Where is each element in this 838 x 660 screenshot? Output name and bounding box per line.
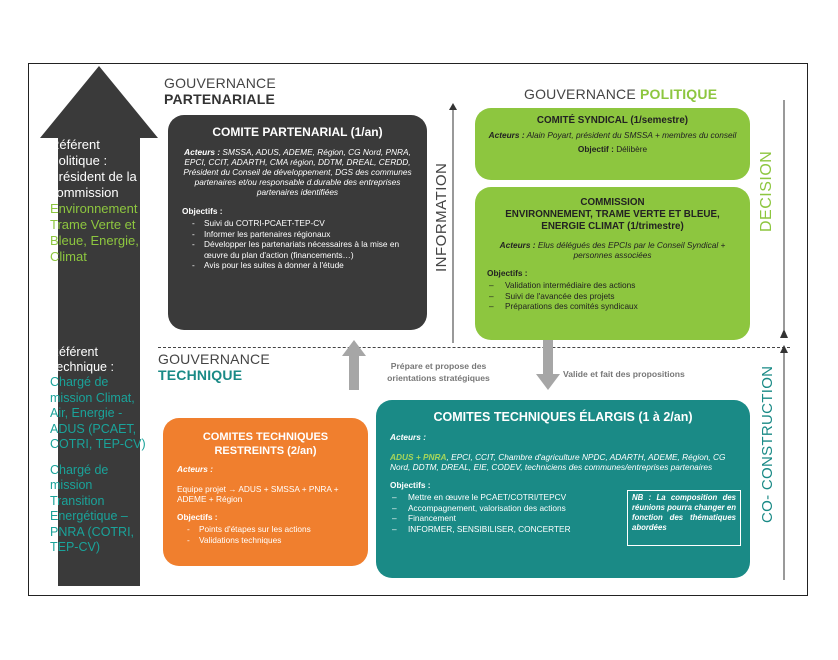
acteurs-label: Acteurs : [499,240,536,250]
comites-restreints-title: COMITES TECHNIQUES RESTREINTS (2/an) [177,430,354,458]
referent-technique-title: Référent Technique : [50,345,114,374]
objectifs-list: Mettre en œuvre le PCAET/COTRI/TEPCV Acc… [390,492,625,534]
objectifs-label: Objectifs : [182,206,223,216]
heading-line-1: GOUVERNANCE [164,75,276,91]
comites-elargis-objectifs: Objectifs : Mettre en œuvre le PCAET/COT… [390,480,625,534]
commission-objectifs: Objectifs : Validation intermédiaire des… [487,268,738,312]
referent-politique: Référent Politique : Président de la com… [50,137,150,265]
down-grey-arrow-icon [536,340,560,390]
comite-partenarial-title: COMITE PARTENARIAL (1/an) [212,125,383,139]
decision-label: DECISION [758,150,775,232]
comites-restreints-objectifs: Objectifs : Points d'étapes sur les acti… [177,512,354,545]
commission-title-1: COMMISSION [580,197,645,208]
comite-syndical-acteurs: Acteurs : Alain Poyart, président du SMS… [487,130,738,140]
prepare-text: Prépare et propose des orientations stra… [387,361,490,383]
information-label: INFORMATION [433,162,450,272]
objectif-item: Suivi de l'avancée des projets [487,291,738,302]
objectif-item: Mettre en œuvre le PCAET/COTRI/TEPCV [390,492,625,503]
up-arrow-icon [40,66,158,586]
objectif-item: INFORMER, SENSIBILISER, CONCERTER [390,524,625,535]
objectif-item: Points d'étapes sur les actions [177,524,354,535]
objectif-item: Financement [390,513,625,524]
acteurs-text: Equipe projet → ADUS + SMSSA + PNRA + AD… [177,484,339,504]
heading-line-2: PARTENARIALE [164,91,276,107]
coconstruction-arrow-icon [780,345,788,580]
comite-syndical-box: COMITÉ SYNDICAL (1/semestre) Acteurs : A… [475,108,750,180]
information-arrow-icon [449,103,457,343]
title-line-2: RESTREINTS (2/an) [214,445,317,457]
comites-elargis-title: COMITES TECHNIQUES ÉLARGIS (1 à 2/an) [433,410,693,424]
acteurs-text: , EPCI, CCIT, Chambre d'agriculture NPDC… [390,452,726,472]
objectif-item: Validations techniques [177,535,354,546]
acteurs-highlight: ADUS + PNRA [390,452,447,462]
valide-text: Valide et fait des propositions [563,369,685,379]
nb-note: NB : La composition des réunions pourra … [627,490,741,546]
referent-politique-title: Référent Politique : Président de la com… [50,137,137,200]
objectifs-label: Objectifs : [177,512,218,522]
objectifs-label: Objectifs : [390,480,431,490]
commission-title-2: ENVIRONNEMENT, TRAME VERTE ET BLEUE, [505,209,720,220]
objectifs-label: Objectifs : [487,268,528,278]
heading-line-2: TECHNIQUE [158,367,243,383]
objectif-text: Délibère [616,144,648,154]
commission-box: COMMISSION ENVIRONNEMENT, TRAME VERTE ET… [475,187,750,340]
objectif-item: Validation intermédiaire des actions [487,280,738,291]
governance-divider [158,347,790,348]
comite-partenarial-acteurs: Acteurs : SMSSA, ADUS, ADEME, Région, CG… [182,147,413,197]
coconstruction-label: CO- CONSTRUCTION [759,365,776,523]
comites-elargis-box: COMITES TECHNIQUES ÉLARGIS (1 à 2/an) Ac… [376,400,750,578]
heading-line-1: GOUVERNANCE [158,351,270,367]
objectif-item: Accompagnement, valorisation des actions [390,503,625,514]
acteurs-text: Elus délégués des EPCIs par le Conseil S… [537,240,726,260]
heading-line-2: POLITIQUE [639,86,718,102]
objectif-item: Informer les partenaires régionaux [182,229,413,240]
objectifs-list: Points d'étapes sur les actions Validati… [177,524,354,545]
acteurs-label: Acteurs : [177,464,213,474]
objectif-item: Préparations des comités syndicaux [487,301,738,312]
comite-partenarial-box: COMITE PARTENARIAL (1/an) Acteurs : SMSS… [168,115,427,330]
heading-gouvernance-politique: GOUVERNANCE POLITIQUE [524,86,717,102]
objectif-item: Développer les partenariats nécessaires … [182,239,413,260]
commission-acteurs: Acteurs : Elus délégués des EPCIs par le… [487,240,738,260]
referent-politique-highlight: Environnement Trame Verte et Bleue, Ener… [50,201,139,264]
objectif-label: Objectif : [577,144,614,154]
hierarchy-arrow [40,66,158,586]
acteurs-text: SMSSA, ADUS, ADEME, Région, CG Nord, PNR… [183,147,412,197]
heading-gouvernance-partenariale: GOUVERNANCE PARTENARIALE [164,75,276,107]
objectifs-list: Validation intermédiaire des actions Sui… [487,280,738,312]
referent-technique-highlight-1: Chargé de mission Climat, Air, Energie -… [50,375,146,451]
acteurs-text: Alain Poyart, président du SMSSA + membr… [526,130,737,140]
acteurs-label: Acteurs : [184,147,221,157]
comite-syndical-objectif: Objectif : Délibère [487,144,738,154]
up-grey-arrow-icon [342,340,366,390]
comites-restreints-box: COMITES TECHNIQUES RESTREINTS (2/an) Act… [163,418,368,566]
heading-gouvernance-technique: GOUVERNANCE TECHNIQUE [158,351,270,383]
objectifs-list: Suivi du COTRI-PCAET-TEP-CV Informer les… [182,218,413,271]
commission-title: COMMISSION ENVIRONNEMENT, TRAME VERTE ET… [487,197,738,233]
referent-technique-highlight-2: Chargé de mission Transition Energétique… [50,462,135,555]
title-line-1: COMITES TECHNIQUES [202,431,329,443]
decision-arrow-icon [780,100,788,338]
comite-syndical-title: COMITÉ SYNDICAL (1/semestre) [536,115,689,126]
objectif-item: Avis pour les suites à donner à l'étude [182,260,413,271]
acteurs-label: Acteurs : [488,130,525,140]
referent-technique: Référent Technique : Chargé de mission C… [50,345,150,556]
acteurs-label: Acteurs : [390,432,426,442]
commission-title-3: ENERGIE CLIMAT (1/trimestre) [541,221,684,232]
objectif-item: Suivi du COTRI-PCAET-TEP-CV [182,218,413,229]
comites-elargis-acteurs: ADUS + PNRA, EPCI, CCIT, Chambre d'agric… [390,452,736,472]
heading-line-1: GOUVERNANCE [524,86,636,102]
comite-partenarial-objectifs: Objectifs : Suivi du COTRI-PCAET-TEP-CV … [182,206,413,271]
